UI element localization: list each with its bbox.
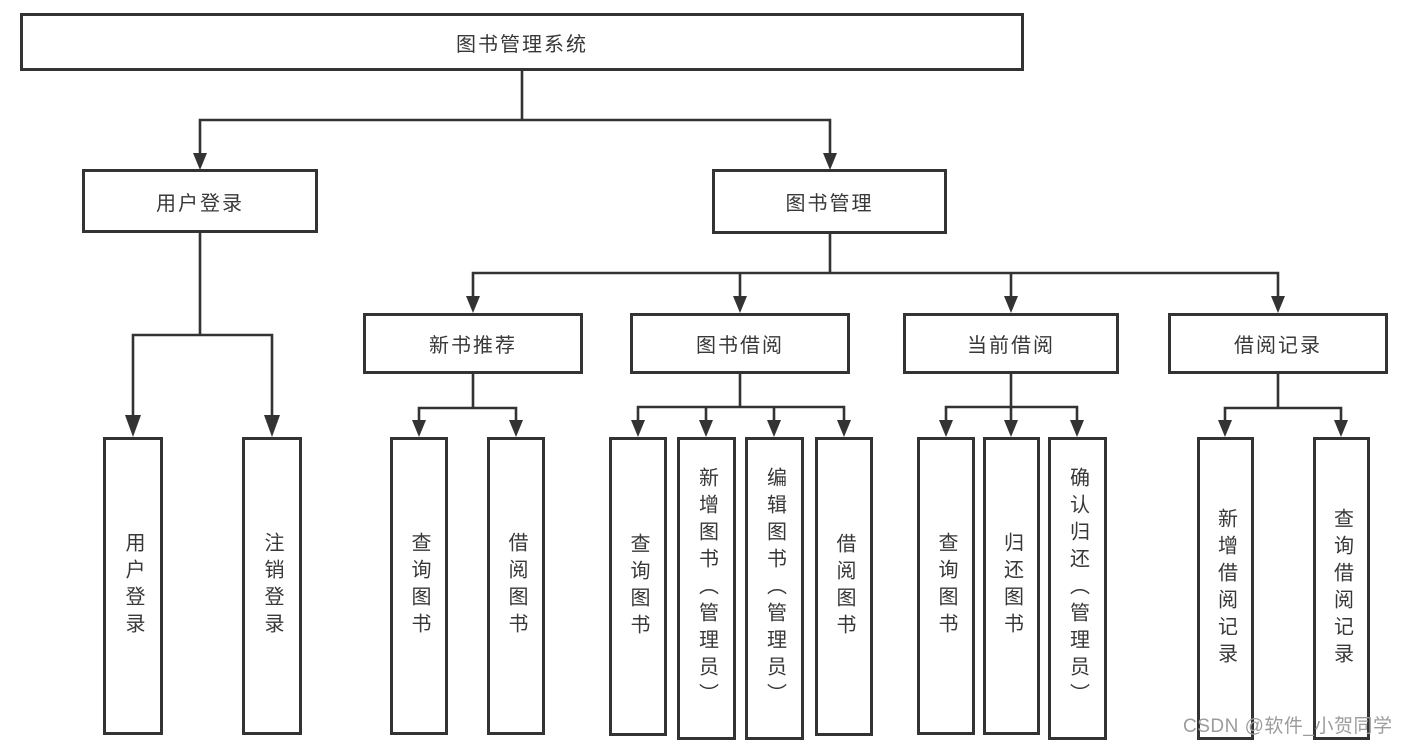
leaf-borrow-books: 借阅图书 — [815, 437, 873, 736]
leaf-query-books-current: 查询图书 — [917, 437, 975, 735]
leaf-query-books-borrow: 查询图书 — [609, 437, 667, 736]
node-library-management-system: 图书管理系统 — [20, 13, 1024, 71]
leaf-user-login: 用户登录 — [103, 437, 163, 735]
leaf-logout: 注销登录 — [242, 437, 302, 735]
node-user-login: 用户登录 — [82, 169, 318, 233]
node-new-book-recommend: 新书推荐 — [363, 313, 583, 374]
node-borrow-records: 借阅记录 — [1168, 313, 1388, 374]
leaf-confirm-return-admin: 确认归还（管理员） — [1048, 437, 1107, 740]
leaf-add-borrow-record: 新增借阅记录 — [1197, 437, 1254, 740]
leaf-borrow-books-recommend: 借阅图书 — [487, 437, 545, 735]
node-book-borrow: 图书借阅 — [630, 313, 850, 374]
csdn-watermark: CSDN @软件_小贺同学 — [1183, 716, 1393, 737]
leaf-query-borrow-record: 查询借阅记录 — [1313, 437, 1370, 740]
node-book-management: 图书管理 — [712, 169, 947, 234]
leaf-add-book-admin: 新增图书（管理员） — [677, 437, 736, 740]
node-current-borrow: 当前借阅 — [903, 313, 1119, 374]
leaf-edit-book-admin: 编辑图书（管理员） — [745, 437, 804, 740]
leaf-query-books-recommend: 查询图书 — [390, 437, 448, 735]
leaf-return-book: 归还图书 — [983, 437, 1040, 735]
